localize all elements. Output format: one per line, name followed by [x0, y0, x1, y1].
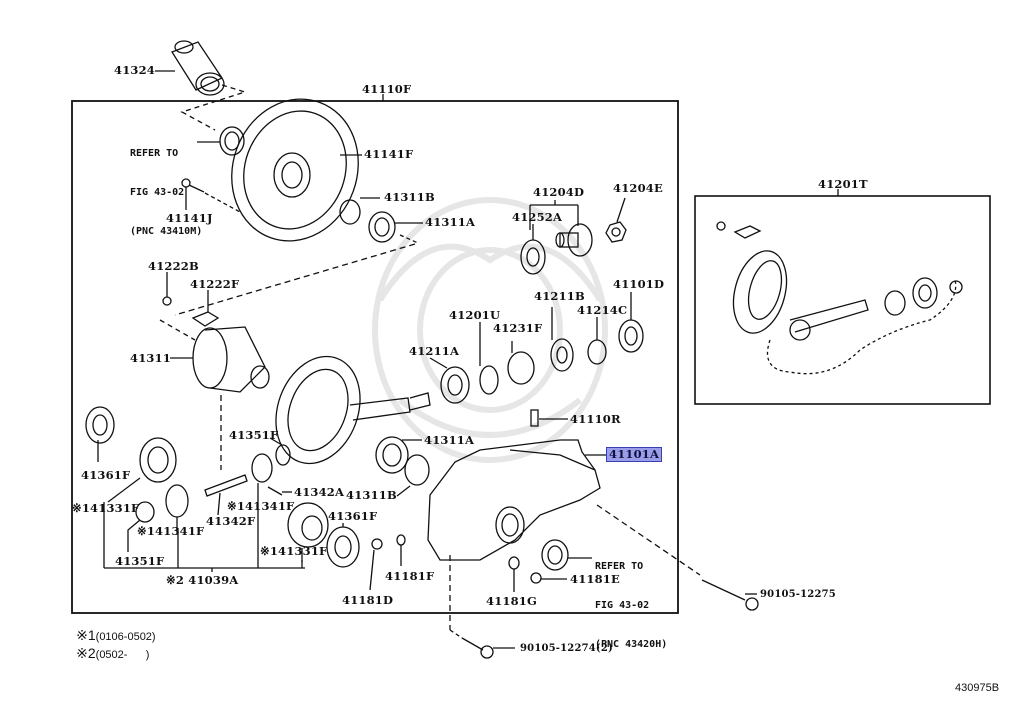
- part-41181F-washer[interactable]: [396, 534, 406, 566]
- part-41211B-bearing[interactable]: [550, 307, 574, 372]
- part-41331F-side-gear-left[interactable]: [107, 437, 177, 503]
- part-41324-sleeve[interactable]: [155, 40, 225, 96]
- part-41311B-ring-mid[interactable]: [396, 454, 430, 497]
- part-41101D-seal[interactable]: [618, 292, 644, 353]
- label-90105-12274[interactable]: 90105-12274(2): [520, 643, 613, 654]
- label-41141J[interactable]: 41141J: [166, 211, 213, 225]
- part-41204E-nut[interactable]: [605, 197, 627, 243]
- label-41201T[interactable]: 41201T: [818, 177, 868, 191]
- part-41361F-washer-right[interactable]: [326, 523, 360, 568]
- kit-41201T-contents[interactable]: [716, 221, 963, 375]
- main-assembly-frame: [71, 100, 679, 614]
- part-41211A-bearing[interactable]: [429, 357, 470, 404]
- part-41181E-bolt[interactable]: [530, 572, 567, 584]
- part-41361F-washer-left[interactable]: [85, 406, 115, 462]
- label-41211A[interactable]: 41211A: [409, 344, 460, 358]
- part-41222F-plate[interactable]: [191, 290, 220, 327]
- label-41341F-left[interactable]: ※141341F: [137, 524, 205, 538]
- label-41141F[interactable]: 41141F: [364, 147, 414, 161]
- label-41311B[interactable]: 41311B: [384, 190, 435, 204]
- part-41342A-pin[interactable]: [267, 486, 292, 496]
- label-41039A[interactable]: ※2 41039A: [166, 573, 239, 587]
- part-41311B-ring[interactable]: [339, 199, 361, 225]
- label-41211B[interactable]: 41211B: [534, 289, 585, 303]
- label-41311A-mid[interactable]: 41311A: [424, 433, 475, 447]
- part-41214C-plate[interactable]: [587, 317, 607, 365]
- kit-assembly-frame: [694, 195, 991, 405]
- label-41342F[interactable]: 41342F: [206, 514, 256, 528]
- part-41101A-carrier-housing[interactable]: [427, 439, 606, 561]
- part-ring-gear-pinion[interactable]: [262, 345, 431, 476]
- seal-icon[interactable]: [197, 126, 245, 156]
- label-41311[interactable]: 41311: [130, 351, 172, 365]
- label-41110F[interactable]: 41110F: [362, 82, 412, 96]
- label-41222F[interactable]: 41222F: [190, 277, 240, 291]
- label-41204D[interactable]: 41204D: [533, 185, 585, 199]
- note-mark-1: ※1: [137, 524, 156, 538]
- part-41181G-washer[interactable]: [508, 556, 520, 592]
- footnote-2: ※2(0502- ): [76, 645, 150, 661]
- label-41110R[interactable]: 41110R: [570, 412, 621, 426]
- label-41201U[interactable]: 41201U: [449, 308, 501, 322]
- label-41181D[interactable]: 41181D: [342, 593, 394, 607]
- part-41181D-bolt[interactable]: [369, 538, 383, 591]
- label-41101A-highlighted[interactable]: 41101A: [606, 447, 663, 462]
- label-41351F-bottom[interactable]: 41351F: [115, 554, 165, 568]
- part-41342F-shaft[interactable]: [204, 474, 248, 516]
- label-41331F-right[interactable]: ※141331F: [260, 544, 328, 558]
- part-41351F-washer-bottom[interactable]: [127, 501, 155, 552]
- label-41351F-top[interactable]: 41351F: [229, 428, 279, 442]
- label-41324[interactable]: 41324: [114, 63, 156, 77]
- part-41201U-spacer[interactable]: [479, 322, 499, 395]
- part-41341F-pinion-left[interactable]: [165, 484, 189, 528]
- watermark-emblem: [372, 197, 608, 463]
- label-41361F-left[interactable]: 41361F: [81, 468, 131, 482]
- figure-id: 430975B: [955, 682, 1000, 694]
- label-41252A[interactable]: 41252A: [512, 210, 563, 224]
- label-41311B-mid[interactable]: 41311B: [346, 488, 397, 502]
- part-90105-12275-bolt[interactable]: [701, 579, 759, 611]
- part-41311-case[interactable]: [170, 326, 270, 393]
- label-41101D[interactable]: 41101D: [613, 277, 665, 291]
- part-41204D-flange[interactable]: [555, 223, 593, 257]
- label-41204E[interactable]: 41204E: [613, 181, 663, 195]
- part-41039A-bracket[interactable]: [103, 502, 305, 572]
- label-41214C[interactable]: 41214C: [577, 303, 628, 317]
- label-41222B[interactable]: 41222B: [148, 259, 199, 273]
- part-41141J-bolt[interactable]: [181, 178, 205, 210]
- note-mark-1: ※1: [260, 544, 279, 558]
- part-41110R-breather[interactable]: [530, 409, 568, 427]
- label-41181E[interactable]: 41181E: [570, 572, 620, 586]
- part-41351F-washer-top[interactable]: [269, 437, 291, 466]
- part-rear-seal[interactable]: [541, 539, 592, 571]
- label-90105-12275[interactable]: 90105-12275: [760, 589, 836, 600]
- note-mark-2: ※2: [166, 573, 185, 587]
- label-41311A[interactable]: 41311A: [425, 215, 476, 229]
- part-41331F-side-gear-right[interactable]: [287, 502, 329, 562]
- note-mark-1: ※1: [227, 499, 246, 513]
- part-41311A-bearing-mid[interactable]: [375, 436, 422, 474]
- label-41231F[interactable]: 41231F: [493, 321, 543, 335]
- refer-to-fig-top[interactable]: REFER TO FIG 43-02 (PNC 43410M): [130, 148, 203, 237]
- label-41361F-right[interactable]: 41361F: [328, 509, 378, 523]
- part-90105-12274-bolt[interactable]: [461, 637, 515, 659]
- footnote-1: ※1(0106-0502): [76, 627, 156, 643]
- label-41342A[interactable]: 41342A: [294, 485, 345, 499]
- note-mark-1: ※1: [72, 501, 91, 515]
- label-41181G[interactable]: 41181G: [486, 594, 538, 608]
- part-41231F-spacer[interactable]: [507, 341, 535, 385]
- part-41222B-bolt[interactable]: [162, 272, 172, 306]
- part-41311A-bearing[interactable]: [368, 211, 396, 243]
- label-41181F[interactable]: 41181F: [385, 569, 435, 583]
- refer-to-fig-bottom[interactable]: REFER TO FIG 43-02 (PNC 43420H): [595, 561, 668, 650]
- label-41331F-left[interactable]: ※141331F: [72, 501, 140, 515]
- label-41341F-mid[interactable]: ※141341F: [227, 499, 295, 513]
- part-41341F-pinion-mid[interactable]: [251, 453, 273, 562]
- part-41141F-cover[interactable]: [212, 81, 378, 259]
